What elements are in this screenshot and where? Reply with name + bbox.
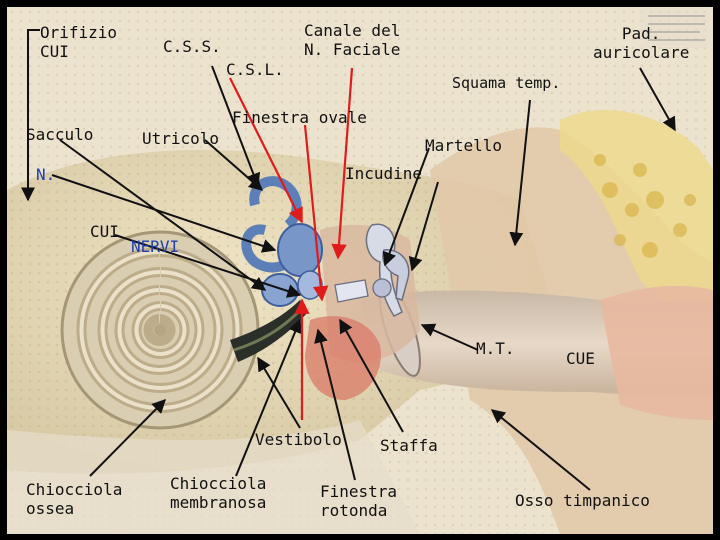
cochlea	[62, 232, 258, 428]
label-chiocciola-membranosa: Chiocciola membranosa	[170, 474, 266, 512]
label-martello: Martello	[425, 136, 502, 155]
label-css: C.S.S.	[163, 37, 221, 56]
label-cui: CUI	[90, 222, 119, 241]
label-squama-temp: Squama temp.	[452, 74, 560, 93]
label-sacculo: Sacculo	[26, 125, 93, 144]
label-vestibolo: Vestibolo	[255, 430, 342, 449]
label-csl: C.S.L.	[226, 60, 284, 79]
label-finestra-rotonda: Finestra rotonda	[320, 482, 397, 520]
label-utricolo: Utricolo	[142, 129, 219, 148]
label-chiocciola-ossea: Chiocciola ossea	[26, 480, 122, 518]
label-staffa: Staffa	[380, 436, 438, 455]
label-incudine: Incudine	[345, 164, 422, 183]
label-orifizio-cui: Orifizio CUI	[40, 23, 117, 61]
label-mt: M.T.	[476, 339, 515, 358]
label-cue: CUE	[566, 349, 595, 368]
label-osso-timpanico: Osso timpanico	[515, 491, 650, 510]
label-canale-n-faciale: Canale del N. Faciale	[304, 21, 400, 59]
label-pad-auricolare: Pad. auricolare	[593, 24, 689, 62]
label-n: N.	[36, 165, 55, 184]
label-finestra-ovale: Finestra ovale	[232, 108, 367, 127]
label-nervi: NERVI	[131, 237, 179, 256]
